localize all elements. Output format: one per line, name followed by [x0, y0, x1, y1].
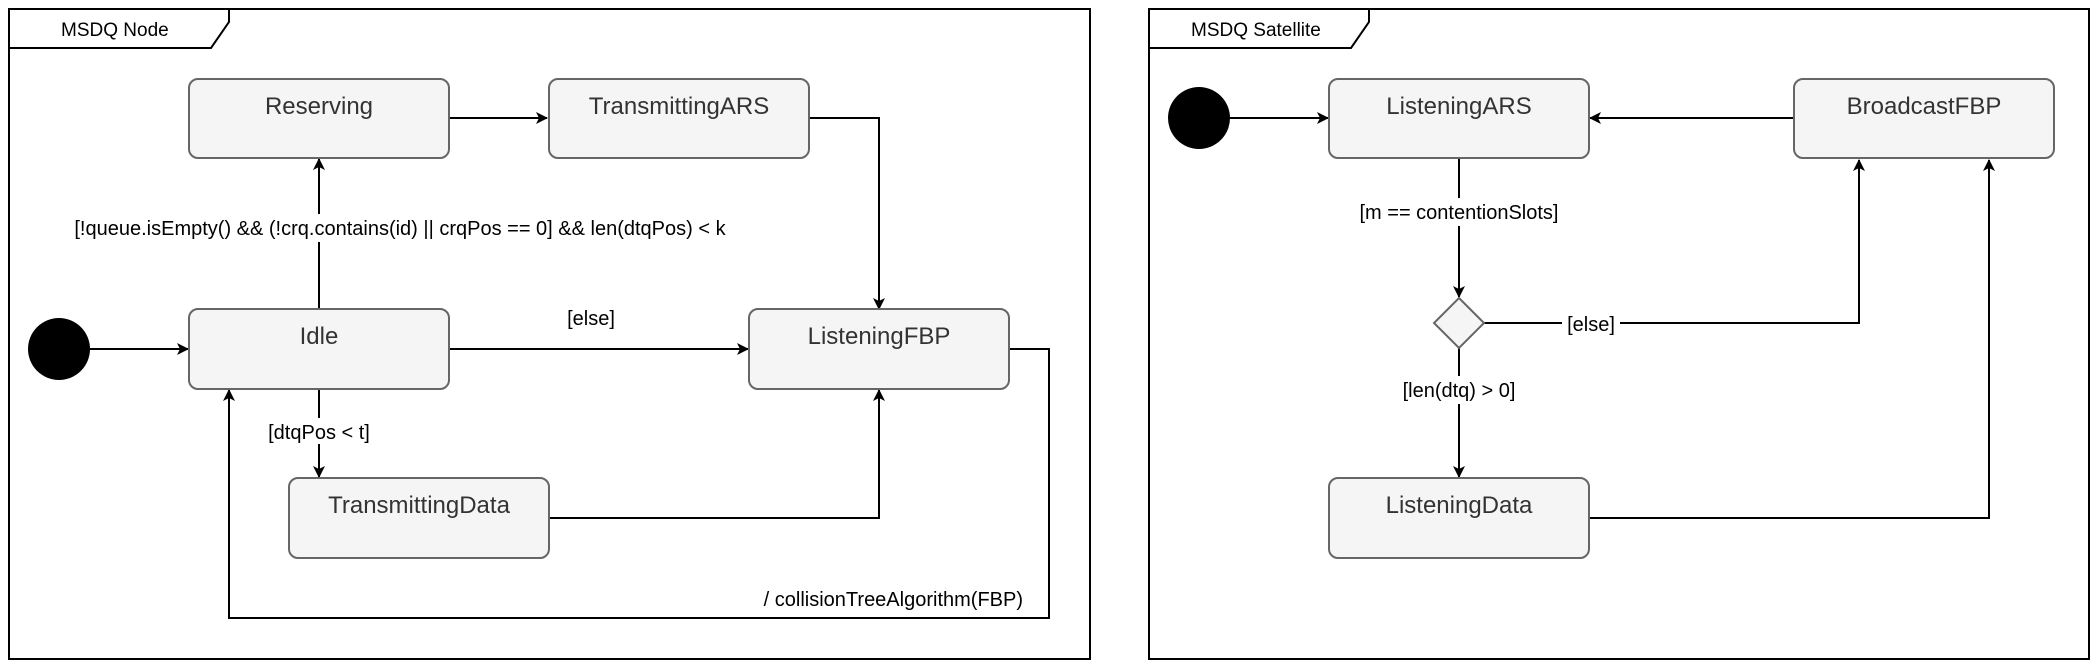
guard-len-dtq-bg: [1399, 376, 1519, 404]
state-transmittingars[interactable]: TransmittingARS: [548, 78, 810, 159]
state-listeningfbp-label: ListeningFBP: [808, 323, 951, 350]
state-idle[interactable]: Idle: [188, 308, 450, 390]
guard-dtq-bg: [263, 418, 375, 444]
guard-collision: / collisionTreeAlgorithm(FBP): [764, 589, 1023, 611]
guard-len-dtq: [len(dtq) > 0]: [1403, 380, 1516, 402]
state-transmittingdata-label: TransmittingData: [328, 492, 510, 519]
guard-satellite-else: [else]: [1567, 314, 1615, 336]
decision-node[interactable]: [1432, 296, 1486, 350]
guard-contention: [m == contentionSlots]: [1359, 202, 1558, 224]
state-broadcastfbp[interactable]: BroadcastFBP: [1793, 78, 2055, 159]
state-transmittingars-label: TransmittingARS: [589, 93, 770, 120]
guard-reserve-bg: [38, 214, 762, 242]
state-broadcastfbp-label: BroadcastFBP: [1847, 93, 2002, 120]
state-idle-label: Idle: [300, 323, 339, 350]
guard-node-else: [else]: [567, 308, 615, 330]
frame-satellite-tab: [1148, 8, 1370, 49]
guard-satellite-else-bg: [1562, 311, 1620, 337]
node-initial-state[interactable]: [28, 318, 90, 380]
state-listeningdata[interactable]: ListeningData: [1328, 477, 1590, 559]
state-reserving-label: Reserving: [265, 93, 373, 120]
state-reserving[interactable]: Reserving: [188, 78, 450, 159]
frame-node-title: MSDQ Node: [61, 20, 169, 41]
state-transmittingdata[interactable]: TransmittingData: [288, 477, 550, 559]
satellite-initial-state[interactable]: [1168, 87, 1230, 149]
edge-transmittingdata-to-listeningfbp: [549, 389, 885, 519]
frame-satellite-title: MSDQ Satellite: [1191, 20, 1321, 41]
edge-listeningdata-to-broadcastfbp: [1589, 159, 1995, 519]
guard-contention-bg: [1349, 198, 1569, 226]
state-listeningfbp[interactable]: ListeningFBP: [748, 308, 1010, 390]
guard-reserve: [!queue.isEmpty() && (!crq.contains(id) …: [74, 218, 726, 240]
edge-transmittingars-to-listeningfbp: [809, 117, 885, 310]
guard-dtq: [dtqPos < t]: [268, 422, 370, 444]
state-listeningdata-label: ListeningData: [1386, 492, 1533, 519]
frame-node-tab: [8, 8, 230, 49]
state-listeningars-label: ListeningARS: [1386, 93, 1531, 120]
state-listeningars[interactable]: ListeningARS: [1328, 78, 1590, 159]
edge-listeningfbp-to-idle: [223, 348, 1050, 619]
